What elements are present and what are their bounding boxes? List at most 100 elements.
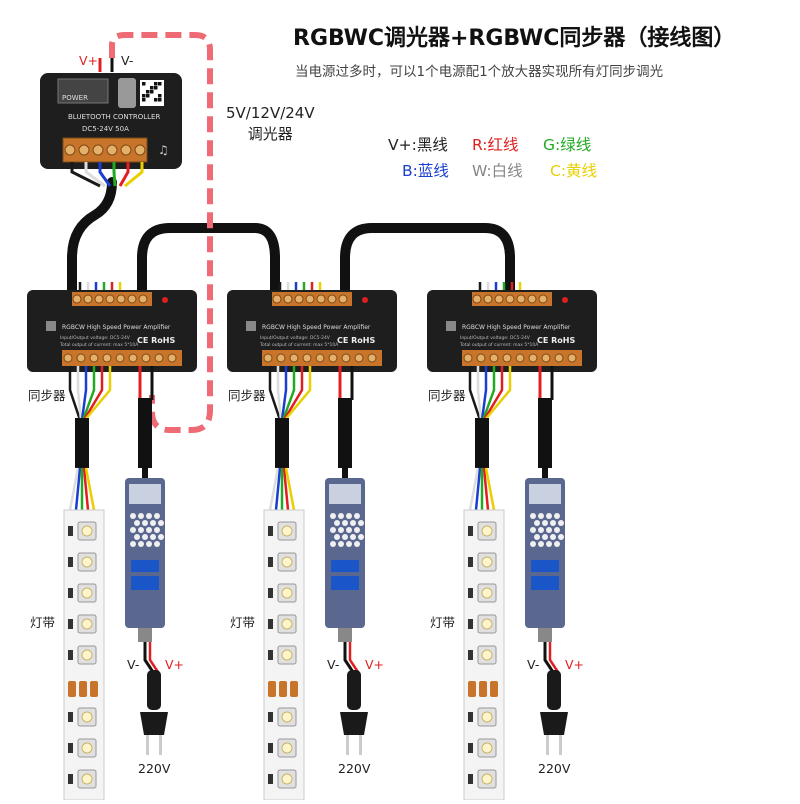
terminal-screw xyxy=(489,353,499,363)
terminal-screw xyxy=(102,353,112,363)
terminal-screw xyxy=(94,294,104,304)
terminal-screw xyxy=(105,294,115,304)
strip-cut-pad xyxy=(290,681,298,697)
dimmer-vplus-label: V+ xyxy=(79,53,99,68)
strip-resistor xyxy=(268,588,273,598)
legend-item-yellow: C:黄线 xyxy=(550,162,598,180)
strip-resistor xyxy=(468,650,473,660)
plug-cord xyxy=(347,670,361,710)
terminal-screw xyxy=(154,353,164,363)
psu-vent-hole xyxy=(346,527,352,533)
terminal-screw xyxy=(167,353,177,363)
strip-lead-wire xyxy=(84,467,96,511)
terminal-screw xyxy=(263,353,273,363)
strip-resistor xyxy=(468,712,473,722)
qr-cell xyxy=(150,90,154,94)
legend-item-white: W:白线 xyxy=(472,162,523,180)
led-emitter xyxy=(481,742,493,754)
dimmer-output-wire xyxy=(98,162,112,187)
terminal-screw xyxy=(64,144,76,156)
amp-spec-2: Total output of current: max 5*10A xyxy=(259,342,339,348)
psu-label-plate xyxy=(129,484,161,504)
terminal-screw xyxy=(541,353,551,363)
psu-vent-hole xyxy=(158,534,164,540)
psu-vminus-label-3: V- xyxy=(527,657,540,672)
amp-output-wire xyxy=(76,366,83,421)
strip-cut-pad xyxy=(90,681,98,697)
psu-vent-hole xyxy=(550,520,556,526)
psu-vent-hole xyxy=(358,534,364,540)
legend-item-black: V+:黑线 xyxy=(388,136,448,154)
ce-rohs-mark: CE RoHS xyxy=(537,336,575,345)
strip-resistor xyxy=(68,619,73,629)
strip-lead-wire xyxy=(284,467,296,511)
plug-pin-left xyxy=(546,735,549,755)
led-emitter xyxy=(481,711,493,723)
strip-resistor xyxy=(268,712,273,722)
terminal-screw xyxy=(272,294,282,304)
terminal-screw xyxy=(367,353,377,363)
strip-resistor xyxy=(468,557,473,567)
terminal-screw xyxy=(78,144,90,156)
legend-item-red: R:红线 xyxy=(472,136,519,154)
led-emitter xyxy=(281,649,293,661)
strip-cable-sleeve xyxy=(275,418,289,468)
dimmer-output-wire xyxy=(70,162,101,188)
terminal-screw xyxy=(302,353,312,363)
strip-resistor xyxy=(268,650,273,660)
psu-terminal-blue-2 xyxy=(131,576,159,590)
strip-lead-wire xyxy=(274,467,282,511)
dc-jack xyxy=(118,78,136,108)
psu-vent-hole xyxy=(542,520,548,526)
ac-cable-red xyxy=(148,642,162,676)
led-emitter xyxy=(281,618,293,630)
psu-vent-hole xyxy=(338,513,344,519)
psu-vent-hole xyxy=(138,513,144,519)
strip-lead-wire xyxy=(468,467,480,511)
psu-vent-hole xyxy=(330,527,336,533)
amp-spec: Input/Output voltage: DC5-24V xyxy=(60,335,131,341)
qr-cell xyxy=(154,82,158,86)
psu-vent-hole xyxy=(534,534,540,540)
terminal-screw xyxy=(463,353,473,363)
psu-vent-hole xyxy=(350,520,356,526)
strip-resistor xyxy=(268,526,273,536)
psu-label-plate xyxy=(529,484,561,504)
led-emitter xyxy=(281,711,293,723)
psu-vent-hole xyxy=(342,520,348,526)
psu-terminal-blue xyxy=(531,560,559,572)
psu-vent-hole xyxy=(142,534,148,540)
psu-vent-hole xyxy=(354,527,360,533)
psu-vent-hole xyxy=(334,520,340,526)
led-emitter xyxy=(481,773,493,785)
led-emitter xyxy=(481,587,493,599)
plug-body xyxy=(540,712,568,735)
amp-output-wire xyxy=(80,366,88,421)
music-icon: ♫ xyxy=(158,143,169,157)
strip-resistor xyxy=(68,774,73,784)
amp-output-wire xyxy=(81,366,96,421)
strip-label-1: 灯带 xyxy=(30,615,56,630)
terminal-screw xyxy=(76,353,86,363)
psu-vent-hole xyxy=(546,541,552,547)
amp-name: RGBCW High Speed Power Amplifier xyxy=(462,324,571,331)
diagram-title: RGBWC调光器+RGBWC同步器（接线图） xyxy=(293,26,736,51)
amp-output-wire xyxy=(480,366,488,421)
terminal-screw xyxy=(116,294,126,304)
psu-vent-hole xyxy=(554,541,560,547)
amp-output-wire xyxy=(484,366,512,421)
psu-vent-hole xyxy=(550,534,556,540)
voltage-label-1: 220V xyxy=(138,761,171,776)
amp-output-wire xyxy=(281,366,296,421)
dimmer-output-wire xyxy=(118,162,130,187)
terminal-screw xyxy=(515,353,525,363)
led-emitter xyxy=(81,556,93,568)
psu-ac-terminal xyxy=(338,628,352,642)
led-emitter xyxy=(281,556,293,568)
qr-cell xyxy=(146,94,150,98)
terminal-screw xyxy=(554,353,564,363)
psu-vent-hole xyxy=(538,541,544,547)
amp-output-wire xyxy=(280,366,288,421)
controller-label-plate xyxy=(57,78,109,104)
